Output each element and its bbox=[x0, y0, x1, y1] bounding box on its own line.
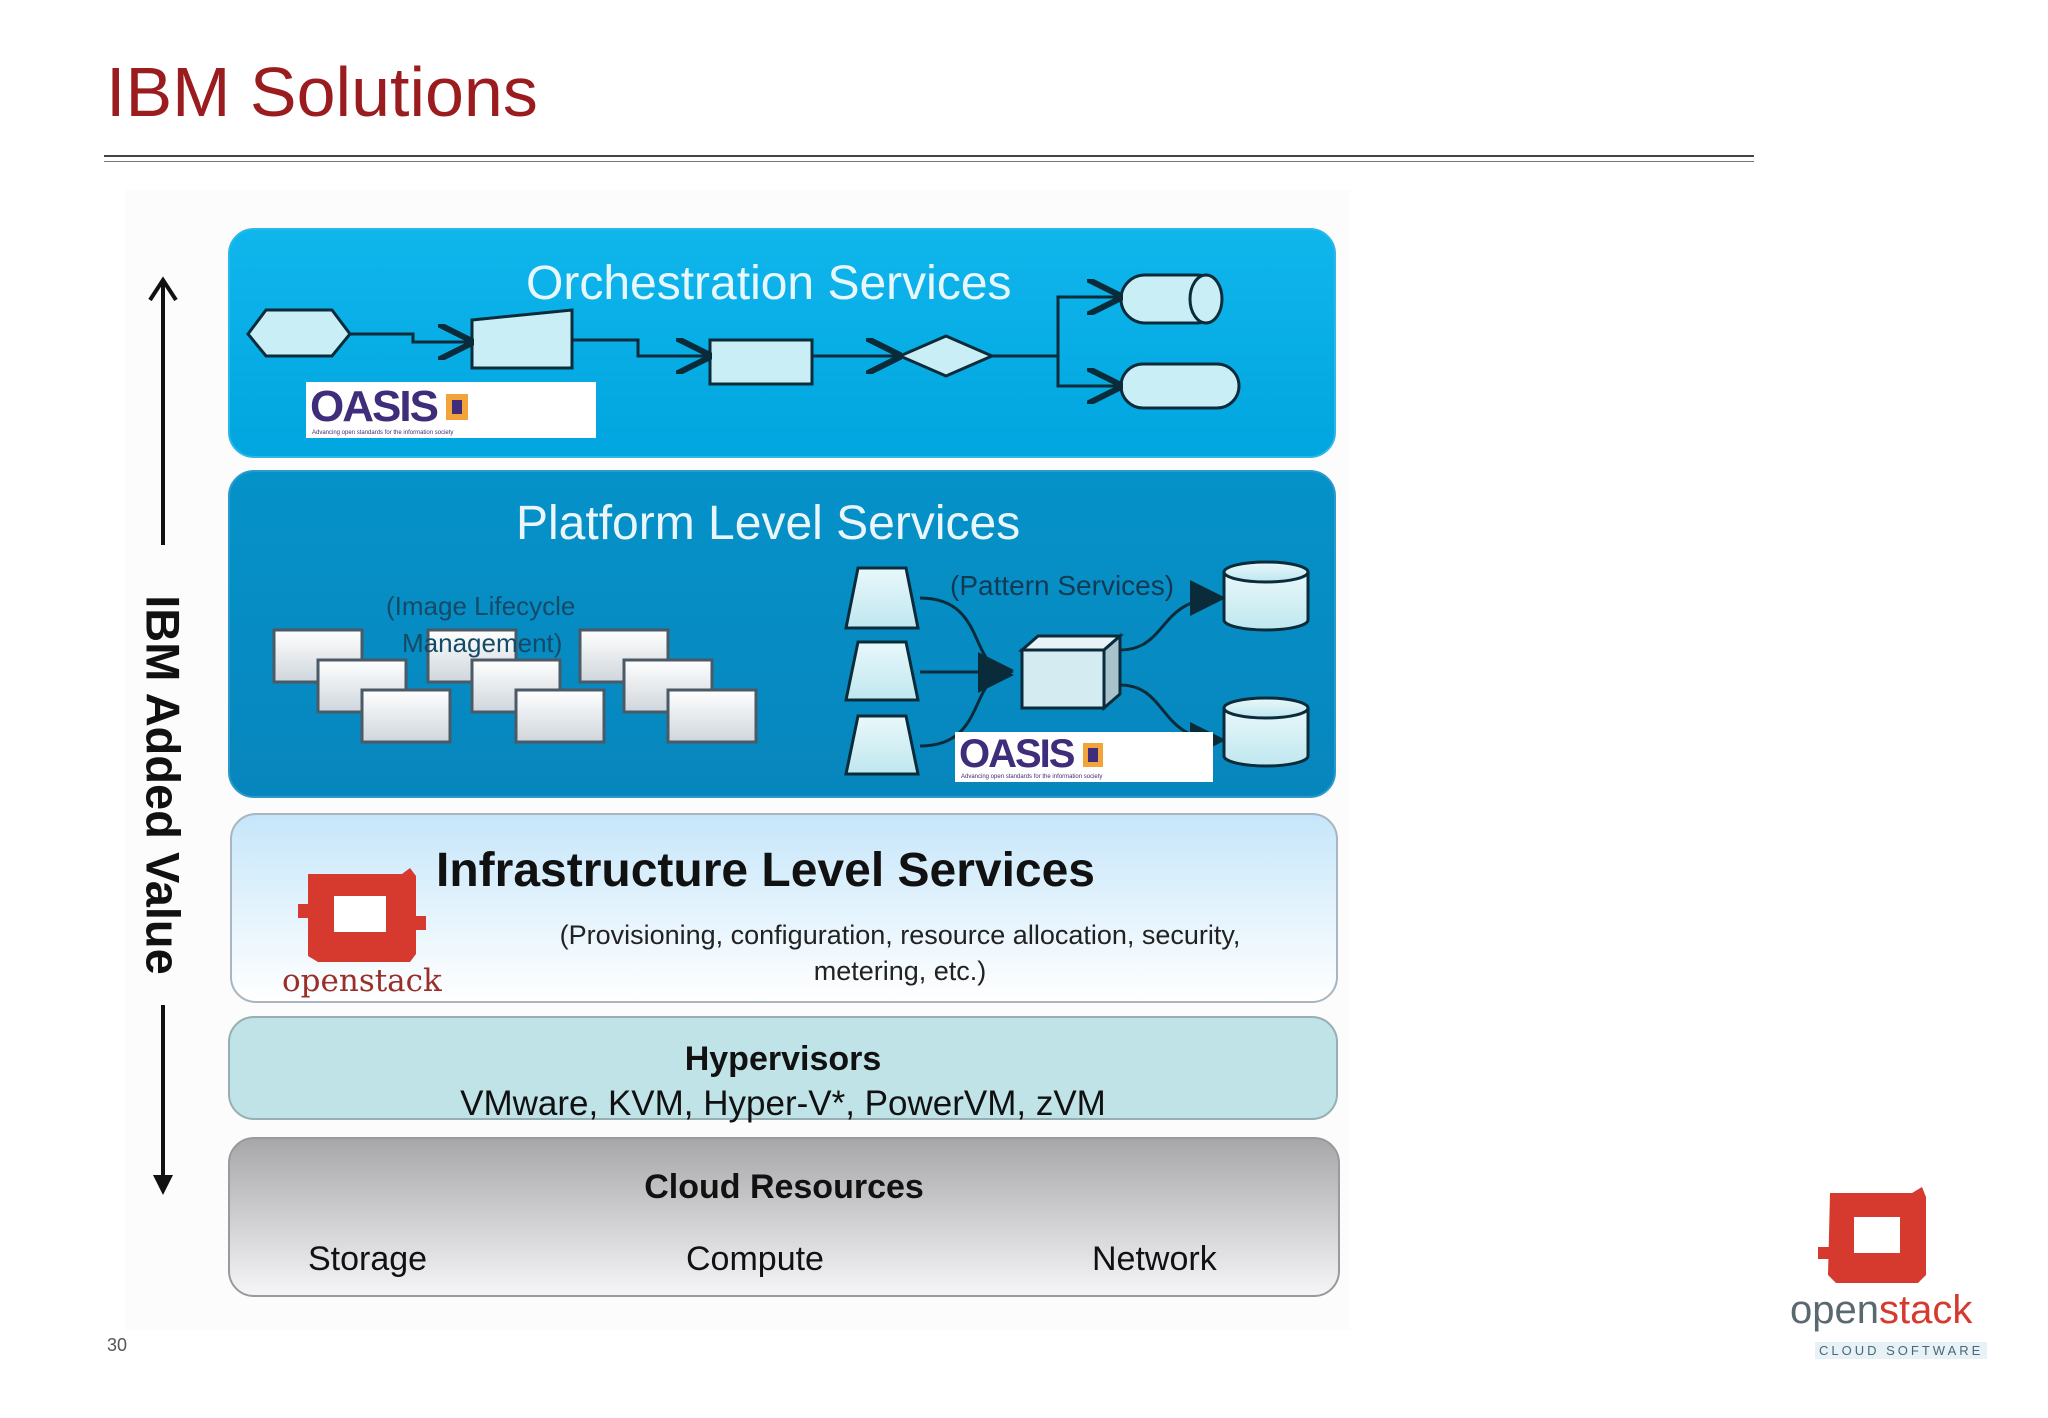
title-divider bbox=[104, 155, 1754, 162]
openstack-logo-text: openstack bbox=[282, 963, 442, 999]
flow-manual-input-shape bbox=[470, 308, 574, 370]
flow-cylinder-end bbox=[1188, 273, 1224, 325]
added-value-axis bbox=[148, 276, 178, 1195]
flow-connector-6 bbox=[1056, 356, 1117, 386]
platform-title: Platform Level Services bbox=[516, 497, 1021, 550]
page-number: 30 bbox=[107, 1335, 128, 1355]
cloud-resources-title: Cloud Resources bbox=[644, 1168, 924, 1206]
flow-process-shape bbox=[708, 338, 814, 386]
openstack-logo-icon bbox=[298, 868, 426, 962]
oasis-logo-platform: OASIS Advancing open standards for the i… bbox=[955, 732, 1213, 782]
platform-diagram bbox=[272, 560, 1310, 776]
infrastructure-description: (Provisioning, configuration, resource a… bbox=[559, 920, 1241, 986]
slide-title: IBM Solutions bbox=[106, 53, 538, 131]
oasis-logo: OASIS Advancing open standards for the i… bbox=[306, 382, 596, 438]
orchestration-title: Orchestration Services bbox=[526, 257, 1012, 310]
pattern-services-label: (Pattern Services) bbox=[950, 570, 1175, 601]
pattern-output-cylinders bbox=[1222, 560, 1310, 768]
hypervisors-list: VMware, KVM, Hyper-V*, PowerVM, zVM bbox=[460, 1084, 1106, 1123]
hypervisors-layer bbox=[228, 1016, 1338, 1120]
hypervisors-title: Hypervisors bbox=[684, 1040, 882, 1078]
flow-connector-5 bbox=[1056, 297, 1117, 356]
pattern-inputs bbox=[844, 566, 920, 776]
flow-terminator-shape bbox=[1119, 362, 1241, 410]
flow-connector-1 bbox=[350, 334, 468, 342]
oasis-logo-mark bbox=[446, 394, 468, 420]
image-lifecycle-label: (Image Lifecycle Management) bbox=[386, 591, 576, 658]
flow-decision-shape bbox=[896, 334, 996, 378]
cloud-item-network: Network bbox=[1092, 1240, 1217, 1278]
pattern-connector-4 bbox=[1119, 580, 1226, 652]
cloud-resources-layer bbox=[228, 1137, 1340, 1297]
cloud-item-compute: Compute bbox=[686, 1240, 824, 1278]
openstack-corner-logo-subtitle: CLOUD SOFTWARE bbox=[1815, 1342, 1988, 1359]
axis-up-arrowhead bbox=[148, 276, 178, 302]
flow-start-shape bbox=[246, 308, 352, 358]
infrastructure-title: Infrastructure Level Services bbox=[436, 844, 1095, 897]
oasis-logo-mark bbox=[1083, 743, 1103, 767]
pattern-connector-3 bbox=[919, 657, 1014, 748]
openstack-corner-logo-text: openstack bbox=[1790, 1288, 1973, 1332]
image-stack bbox=[272, 628, 758, 744]
openstack-corner-logo-icon bbox=[1818, 1187, 1926, 1283]
flow-connector-2 bbox=[572, 340, 706, 356]
axis-label: IBM Added Value bbox=[136, 595, 190, 975]
pattern-connector-1 bbox=[919, 596, 1014, 688]
cloud-item-storage: Storage bbox=[308, 1240, 428, 1278]
axis-down-arrowhead bbox=[153, 1175, 173, 1195]
pattern-cube bbox=[1018, 632, 1124, 712]
orchestration-flow bbox=[246, 273, 1241, 410]
